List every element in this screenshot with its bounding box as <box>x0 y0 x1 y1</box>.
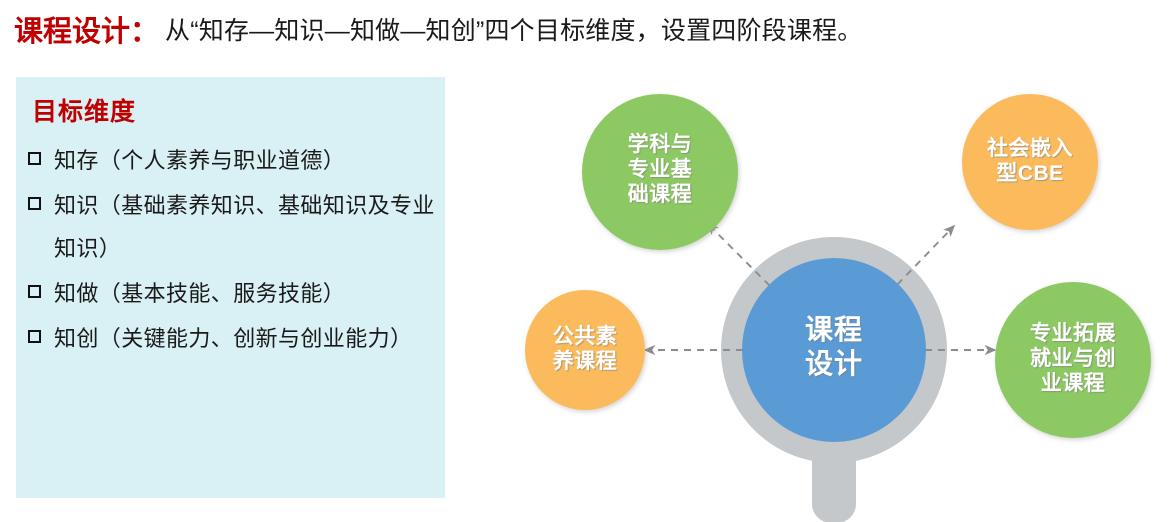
page-title-label: 课程设计： <box>14 16 160 48</box>
list-item-label: 知存（个人素养与职业道德） <box>54 148 346 173</box>
list-item-label: 知创（关键能力、创新与创业能力） <box>54 326 413 351</box>
node-circle-top-right <box>962 94 1098 230</box>
node-circle-bottom-right <box>995 282 1151 438</box>
list-item-label: 知做（基本技能、服务技能） <box>54 281 346 306</box>
list-item: 知存（个人素养与职业道德） <box>28 139 440 182</box>
course-design-diagram: 课程 设计 学科与 专业基 础课程 社会嵌入 型CBE 公共素 养课程 专业拓展… <box>460 60 1172 522</box>
checkbox-icon <box>28 139 54 169</box>
goal-dimension-panel: 目标维度 知存（个人素养与职业道德） 知识（基础素养知识、基础知识及专业知识） … <box>16 77 445 498</box>
page-title-description: 从“知存—知识—知做—知创”四个目标维度，设置四阶段课程。 <box>165 17 863 45</box>
goal-dimension-list: 知存（个人素养与职业道德） 知识（基础素养知识、基础知识及专业知识） 知做（基本… <box>28 139 440 362</box>
checkbox-icon <box>28 272 54 302</box>
page-title: 课程设计： 从“知存—知识—知做—知创”四个目标维度，设置四阶段课程。 <box>14 6 1164 52</box>
node-circle-top-left <box>582 94 738 250</box>
list-item: 知创（关键能力、创新与创业能力） <box>28 317 440 360</box>
checkbox-icon <box>28 184 54 214</box>
goal-panel-heading: 目标维度 <box>32 98 137 126</box>
checkbox-icon <box>28 317 54 347</box>
list-item: 知识（基础素养知识、基础知识及专业知识） <box>28 184 440 270</box>
list-item-label: 知识（基础素养知识、基础知识及专业知识） <box>54 193 435 261</box>
center-node-circle <box>742 258 926 442</box>
node-circle-bottom-left <box>525 290 645 410</box>
list-item: 知做（基本技能、服务技能） <box>28 272 440 315</box>
